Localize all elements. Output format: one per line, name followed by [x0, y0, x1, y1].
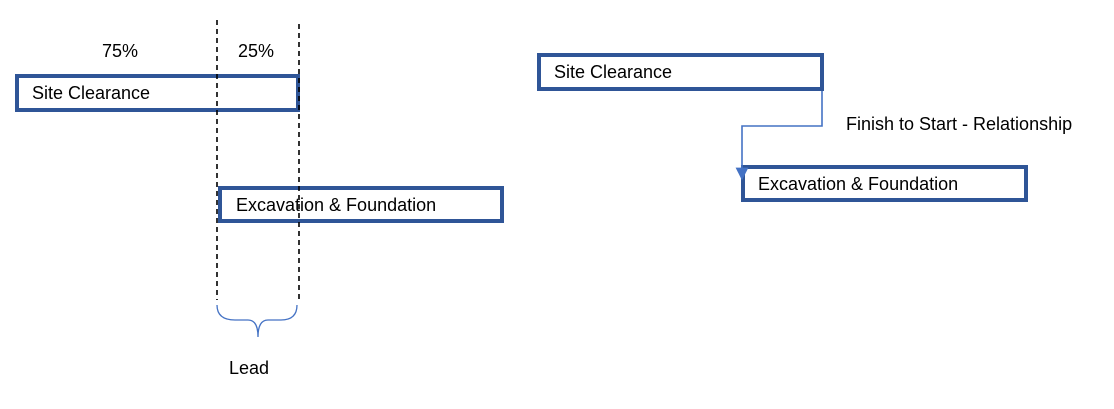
lead-brace [216, 304, 298, 338]
lead-excavation-label: Excavation & Foundation [236, 194, 437, 215]
fs-excavation-label: Excavation & Foundation [758, 173, 959, 194]
percent-25-label: 25% [238, 41, 275, 61]
lead-site-clearance-label: Site Clearance [32, 83, 151, 103]
lead-excavation-box: Excavation & Foundation [218, 186, 504, 223]
fs-excavation-box: Excavation & Foundation [741, 165, 1028, 202]
relationship-label: Finish to Start - Relationship [846, 114, 1073, 134]
lead-label: Lead [229, 358, 270, 378]
lead-site-clearance-box: Site Clearance [15, 74, 300, 112]
percent-75-label: 75% [102, 41, 139, 61]
fs-site-clearance-label: Site Clearance [554, 62, 673, 82]
fs-connector [735, 91, 823, 181]
fs-site-clearance-box: Site Clearance [537, 53, 824, 91]
